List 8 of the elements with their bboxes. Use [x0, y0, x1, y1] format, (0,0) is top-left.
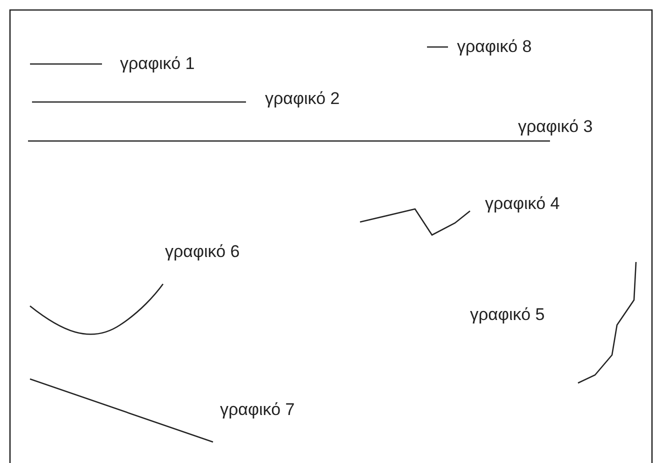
graph-label: γραφικό 8 — [457, 37, 532, 57]
graph-label: γραφικό 7 — [220, 400, 295, 420]
graph-label: γραφικό 6 — [165, 242, 240, 262]
graph-label: γραφικό 3 — [518, 117, 593, 137]
graph-label: γραφικό 2 — [265, 89, 340, 109]
graph-label: γραφικό 4 — [485, 194, 560, 214]
graph-label: γραφικό 5 — [470, 305, 545, 325]
graph-label: γραφικό 1 — [120, 54, 195, 74]
